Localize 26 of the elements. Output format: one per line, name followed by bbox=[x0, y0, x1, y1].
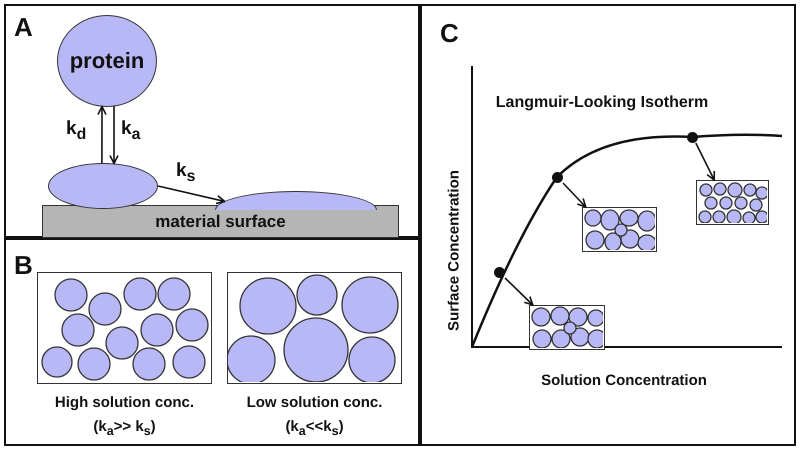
curve-point bbox=[552, 172, 563, 183]
panel-letter: B bbox=[14, 250, 33, 281]
surface-slab bbox=[42, 205, 399, 238]
axis-title: Solution Concentration bbox=[540, 372, 708, 389]
node-label: High solution conc. bbox=[54, 394, 196, 411]
surface-label: material surface bbox=[154, 212, 287, 232]
arrow bbox=[97, 106, 107, 163]
panel bbox=[4, 238, 420, 446]
node-label: Low solution conc. bbox=[246, 394, 384, 411]
arrow bbox=[562, 182, 587, 208]
axis-title: Surface Concentration bbox=[446, 169, 462, 333]
panel bbox=[4, 4, 420, 238]
spread-protein bbox=[215, 191, 377, 210]
arrow bbox=[109, 106, 119, 164]
chart-title: Langmuir-Looking Isotherm bbox=[494, 94, 710, 112]
node-label: (k$_{a}$<<k$_{s}$) bbox=[284, 418, 345, 438]
arrow bbox=[158, 185, 226, 204]
node-label: (k$_{a}$>> k$_{s}$) bbox=[92, 418, 157, 438]
protein-label: protein bbox=[68, 48, 146, 74]
curve-point bbox=[687, 132, 698, 143]
arrow bbox=[695, 142, 716, 181]
arrow bbox=[504, 277, 534, 306]
panel-letter: A bbox=[14, 12, 33, 43]
panel-letter: C bbox=[440, 18, 459, 49]
curve-point bbox=[494, 267, 505, 278]
panel bbox=[420, 4, 796, 446]
